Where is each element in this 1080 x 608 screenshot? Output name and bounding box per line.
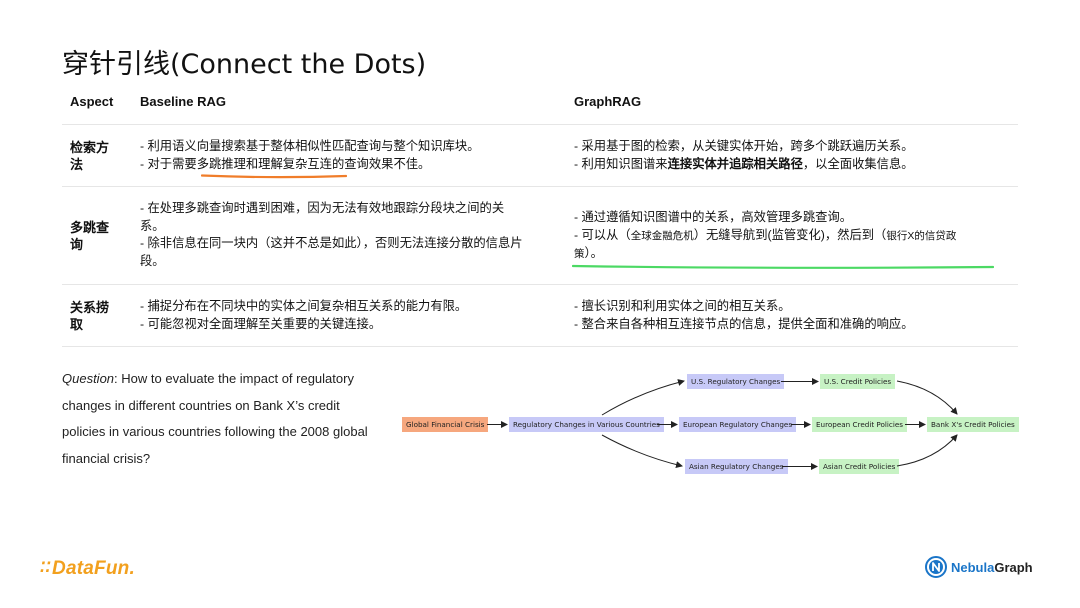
header-baseline-rag: Baseline RAG [140, 94, 226, 109]
cell-small-text: 银行X的信贷政 [886, 229, 957, 242]
cell-line: - 采用基于图的检索，从关键实体开始，跨多个跳跃遍历关系。 [574, 139, 914, 153]
aspect-line: 多跳查 [70, 220, 110, 235]
node-us-regulatory-changes: U.S. Regulatory Changes [687, 374, 785, 389]
edge-arrow [896, 380, 958, 415]
row-graphrag-relations: - 擅长识别和利用实体之间的相互关系。 - 整合来自各种相互连接节点的信息，提供… [574, 298, 1014, 333]
aspect-line: 法 [70, 157, 84, 172]
table-divider [62, 346, 1018, 347]
question-label: Question [62, 371, 115, 386]
cell-small-text: 策 [574, 248, 585, 260]
cell-line: - 在处理多跳查询时遇到困难，因为无法有效地跟踪分段块之间的关 [140, 201, 505, 215]
nebulagraph-icon [925, 556, 947, 578]
table-divider [62, 284, 1018, 285]
question-text: Question: How to evaluate the impact of … [62, 366, 372, 472]
cell-line: - 捕捉分布在不同块中的实体之间复杂相互关系的能力有限。 [140, 299, 468, 313]
cell-small-text: 全球金融危机 [630, 229, 694, 242]
green-highlight-underline [572, 264, 994, 269]
aspect-line: 关系捞 [70, 300, 110, 315]
bold-phrase: 连接实体并追踪相关路径 [667, 156, 803, 171]
nebula-text: Nebula [951, 559, 995, 575]
cell-text: - 可以从（ [574, 227, 631, 242]
node-regulatory-changes-various: Regulatory Changes in Various Countries [509, 417, 664, 432]
graph-text: Graph [994, 559, 1033, 575]
node-european-regulatory-changes: European Regulatory Changes [679, 417, 797, 432]
datafun-logo: ⁚⁚DataFun. [40, 558, 135, 580]
aspect-line: 检索方 [70, 140, 110, 155]
nebulagraph-text: NebulaGraph [951, 560, 1033, 575]
nebulagraph-logo: NebulaGraph [925, 555, 1033, 579]
datafun-dots-icon: ⁚⁚ [40, 559, 52, 575]
row-aspect-relations: 关系捞 取 [70, 299, 122, 333]
node-global-financial-crisis: Global Financial Crisis [402, 417, 489, 432]
row-aspect-multihop: 多跳查 询 [70, 219, 122, 253]
cell-line: - 可以从（全球金融危机）无缝导航到(监管变化)，然后到（银行X的信贷政 [574, 227, 1014, 246]
edge-arrow [896, 434, 958, 467]
cell-text: ）无缝导航到(监管变化)，然后到（ [693, 227, 887, 242]
node-european-credit-policies: European Credit Policies [812, 417, 908, 432]
cell-text: ）。 [584, 246, 603, 260]
cell-line: - 除非信息在同一块内（这并不总是如此），否则无法连接分散的信息片 [140, 236, 523, 250]
node-bank-x-credit-policies: Bank X's Credit Policies [927, 417, 1019, 432]
cell-text: - 利用知识图谱来 [574, 156, 668, 171]
cell-line: - 对于需要多跳推理和理解复杂互连的查询效果不佳。 [140, 156, 431, 171]
node-us-credit-policies: U.S. Credit Policies [820, 374, 896, 389]
cell-text: ，以全面收集信息。 [802, 156, 914, 171]
edge-arrow [601, 379, 685, 416]
cell-line: - 通过遵循知识图谱中的关系，高效管理多跳查询。 [574, 210, 853, 224]
node-asian-credit-policies: Asian Credit Policies [819, 459, 900, 474]
row-baseline-relations: - 捕捉分布在不同块中的实体之间复杂相互关系的能力有限。 - 可能忽视对全面理解… [140, 298, 560, 333]
aspect-line: 取 [70, 317, 84, 332]
slide-title: 穿针引线(Connect the Dots) [62, 49, 427, 80]
cell-line: - 利用知识图谱来连接实体并追踪相关路径，以全面收集信息。 [574, 156, 1014, 174]
node-asian-regulatory-changes: Asian Regulatory Changes [685, 459, 788, 474]
header-aspect: Aspect [70, 94, 114, 109]
edge-arrow [601, 434, 683, 469]
cell-line: - 整合来自各种相互连接节点的信息，提供全面和准确的响应。 [574, 316, 914, 331]
orange-highlight-underline [201, 174, 347, 179]
cell-line: 系。 [140, 218, 165, 233]
table-divider [62, 124, 1018, 125]
cell-line: - 可能忽视对全面理解至关重要的关键连接。 [140, 316, 382, 331]
table-divider [62, 186, 1018, 187]
cell-line: - 利用语义向量搜索基于整体相似性匹配查询与整个知识库块。 [140, 139, 480, 153]
row-graphrag-retrieval: - 采用基于图的检索，从关键实体开始，跨多个跳跃遍历关系。 - 利用知识图谱来连… [574, 138, 1014, 173]
row-baseline-retrieval: - 利用语义向量搜索基于整体相似性匹配查询与整个知识库块。 - 对于需要多跳推理… [140, 138, 560, 173]
aspect-line: 询 [70, 237, 84, 252]
cell-line: 策）。 [574, 245, 1014, 264]
header-graphrag: GraphRAG [574, 94, 642, 109]
cell-line: - 擅长识别和利用实体之间的相互关系。 [574, 299, 791, 313]
cell-line: 段。 [140, 253, 165, 268]
row-graphrag-multihop: - 通过遵循知识图谱中的关系，高效管理多跳查询。 - 可以从（全球金融危机）无缝… [574, 209, 1014, 264]
row-baseline-multihop: - 在处理多跳查询时遇到困难，因为无法有效地跟踪分段块之间的关 系。 - 除非信… [140, 200, 560, 270]
datafun-logo-text: DataFun. [52, 558, 135, 579]
row-aspect-retrieval: 检索方 法 [70, 139, 122, 173]
question-body: : How to evaluate the impact of regulato… [62, 371, 368, 466]
